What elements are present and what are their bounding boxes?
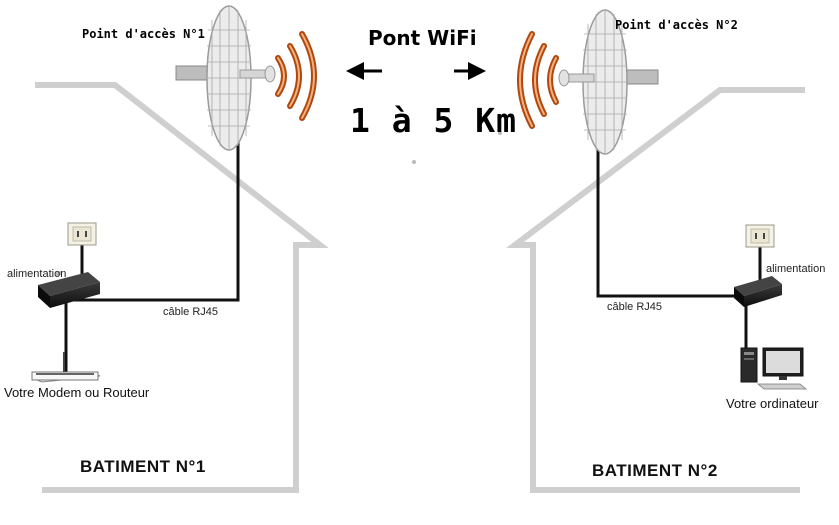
distance-label: 1 à 5 Km [350, 101, 517, 140]
building-2-label: BATIMENT N°2 [592, 461, 718, 480]
rj45-cable-left [68, 140, 240, 302]
wifi-waves-icon [517, 31, 559, 129]
modem-router-icon [31, 352, 101, 383]
cables [64, 140, 762, 372]
wall-outlet-icon [67, 222, 97, 246]
wifi-waves-icon [275, 31, 317, 121]
poe-injector-icon [38, 270, 100, 308]
decor-dot [498, 131, 502, 135]
grid-antenna-icon [175, 5, 276, 151]
computer-label: Votre ordinateur [726, 396, 819, 411]
rj45-cable-right [596, 150, 740, 298]
power-label-right: alimentation [766, 263, 826, 275]
building-2-outline [506, 87, 805, 493]
grid-antenna-icon [558, 9, 659, 155]
cable-label-right: câble RJ45 [607, 301, 663, 313]
poe-injector-icon [734, 276, 782, 307]
decor-dot [412, 160, 416, 164]
diagram-title: Pont WiFi [368, 26, 477, 50]
cable-label-left: câble RJ45 [163, 306, 219, 318]
building-1-label: BATIMENT N°1 [80, 457, 206, 476]
wall-outlet-icon [745, 224, 775, 248]
power-label-left: alimentation [7, 268, 67, 280]
building-1-outline [35, 82, 329, 493]
arrow-left-icon [346, 62, 382, 80]
access-point-2-label: Point d'accès N°2 [615, 18, 738, 32]
modem-label: Votre Modem ou Routeur [4, 385, 150, 400]
desktop-computer-icon [740, 347, 808, 390]
arrow-right-icon [454, 62, 486, 80]
access-point-1-label: Point d'accès N°1 [82, 27, 205, 41]
